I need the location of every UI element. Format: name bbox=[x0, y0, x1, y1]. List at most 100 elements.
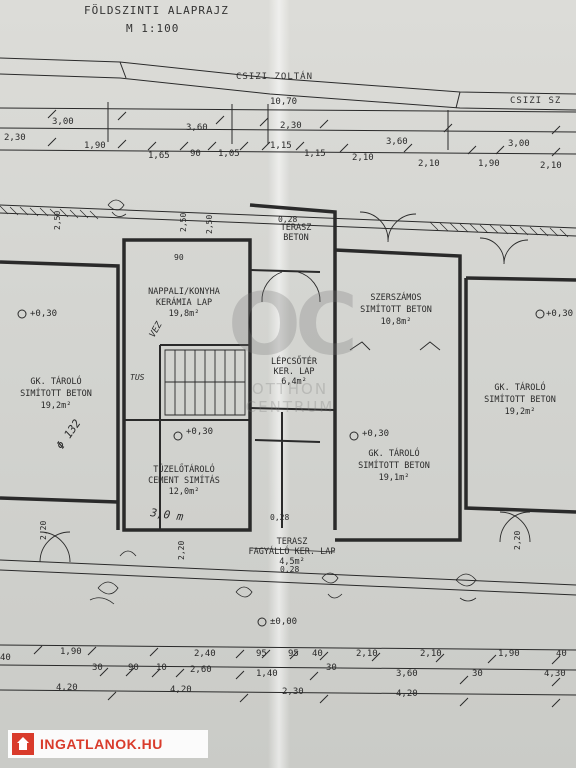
svg-text:+0,30: +0,30 bbox=[362, 429, 389, 439]
svg-text:3,0 m: 3,0 m bbox=[149, 506, 185, 524]
svg-text:2,20: 2,20 bbox=[513, 531, 522, 550]
dim-ticks-top bbox=[47, 102, 561, 157]
dim-line-top-3 bbox=[0, 149, 576, 155]
svg-text:40: 40 bbox=[0, 653, 11, 663]
svg-text:2,10: 2,10 bbox=[418, 159, 440, 169]
svg-text:40: 40 bbox=[312, 649, 323, 659]
staircase bbox=[164, 349, 246, 416]
plan-title: FÖLDSZINTI ALAPRAJZ bbox=[84, 4, 229, 17]
plant-symbols bbox=[89, 199, 477, 605]
brand-text: INGATLANOK.HU bbox=[40, 736, 163, 752]
svg-text:+0,30: +0,30 bbox=[186, 427, 213, 437]
svg-text:6,4m²: 6,4m² bbox=[281, 377, 307, 387]
svg-text:1,15: 1,15 bbox=[270, 141, 292, 151]
svg-text:10,8m²: 10,8m² bbox=[381, 317, 412, 327]
dim-line-top-1 bbox=[0, 107, 576, 113]
svg-text:0,28: 0,28 bbox=[278, 215, 297, 224]
wall-right-unit bbox=[465, 276, 576, 282]
svg-text:1,90: 1,90 bbox=[84, 141, 106, 151]
dim-top-total: 10,70 bbox=[270, 97, 297, 107]
small-dimension-labels: 2,50 2,50 2,50 2,20 2,20 2,20 0,28 0,28 … bbox=[39, 211, 522, 574]
svg-text:±0,00: ±0,00 bbox=[270, 617, 297, 627]
svg-text:TERASZ: TERASZ bbox=[277, 537, 308, 547]
svg-text:2,10: 2,10 bbox=[540, 161, 562, 171]
svg-text:12,0m²: 12,0m² bbox=[169, 487, 200, 497]
ingatlanok-badge[interactable]: INGATLANOK.HU bbox=[8, 730, 208, 758]
dim-line-top-2 bbox=[0, 127, 576, 133]
svg-text:2,10: 2,10 bbox=[356, 649, 378, 659]
svg-text:2,10: 2,10 bbox=[420, 649, 442, 659]
svg-text:1,90: 1,90 bbox=[478, 159, 500, 169]
svg-text:95: 95 bbox=[256, 649, 267, 659]
svg-text:30: 30 bbox=[472, 669, 483, 679]
svg-text:4,5m²: 4,5m² bbox=[279, 557, 305, 567]
roof-line-bottom bbox=[0, 73, 576, 111]
room-fuel-storage: TÜZELŐTÁROLÓ CEMENT SIMÍTÁS 12,0m² bbox=[148, 463, 220, 497]
street-label-left: CSIZI ZOLTÁN bbox=[236, 72, 314, 82]
room-living-kitchen: NAPPALI/KONYHA KERÁMIA LAP 19,8m² bbox=[148, 287, 220, 319]
svg-text:TÜZELŐTÁROLÓ: TÜZELŐTÁROLÓ bbox=[153, 463, 214, 475]
level-markers bbox=[17, 309, 545, 627]
room-terrace-top: TERASZ BETON bbox=[281, 223, 312, 243]
svg-text:3,60: 3,60 bbox=[186, 123, 208, 133]
svg-text:90: 90 bbox=[190, 149, 201, 159]
room-terrace-bottom: TERASZ FAGYÁLLÓ KER. LAP 4,5m² bbox=[249, 537, 336, 567]
svg-text:30: 30 bbox=[326, 663, 337, 673]
svg-text:BETON: BETON bbox=[283, 233, 309, 243]
dim-ticks-bottom bbox=[33, 645, 561, 708]
svg-text:KER. LAP: KER. LAP bbox=[274, 367, 315, 377]
wall-center-block bbox=[122, 238, 252, 532]
house-icon bbox=[12, 733, 34, 755]
room-stairwell: LÉPCSŐTÉR KER. LAP 6,4m² bbox=[271, 355, 318, 387]
svg-text:90: 90 bbox=[174, 253, 184, 262]
svg-text:1,65: 1,65 bbox=[148, 151, 170, 161]
svg-text:GK. TÁROLÓ: GK. TÁROLÓ bbox=[494, 381, 545, 393]
room-garage-middle: GK. TÁROLÓ SIMÍTOTT BETON 19,1m² bbox=[358, 447, 430, 483]
svg-text:1,05: 1,05 bbox=[218, 149, 240, 159]
svg-text:+0,30: +0,30 bbox=[30, 309, 57, 319]
svg-text:2,30: 2,30 bbox=[280, 121, 302, 131]
svg-text:SIMÍTOTT BETON: SIMÍTOTT BETON bbox=[358, 459, 430, 471]
top-dimension-labels: 10,70 2,30 3,00 3,60 2,30 3,60 3,00 1,90… bbox=[4, 97, 562, 171]
svg-text:2,60: 2,60 bbox=[190, 665, 212, 675]
paper-fold bbox=[268, 0, 290, 768]
wall-workshop bbox=[334, 248, 462, 542]
svg-text:2,50: 2,50 bbox=[205, 215, 214, 234]
svg-text:95: 95 bbox=[288, 649, 299, 659]
dim-line-bottom-1 bbox=[0, 644, 576, 651]
svg-text:2,20: 2,20 bbox=[39, 521, 48, 540]
svg-text:40: 40 bbox=[556, 649, 567, 659]
svg-text:30: 30 bbox=[92, 663, 103, 673]
svg-text:TERASZ: TERASZ bbox=[281, 223, 312, 233]
svg-text:CEMENT SIMÍTÁS: CEMENT SIMÍTÁS bbox=[148, 474, 220, 486]
svg-text:0,28: 0,28 bbox=[280, 565, 299, 574]
svg-text:19,8m²: 19,8m² bbox=[169, 309, 200, 319]
otthon-centrum-watermark: OC OTTHON CENTRUM bbox=[220, 270, 360, 420]
svg-text:2,30: 2,30 bbox=[4, 133, 26, 143]
svg-text:2,10: 2,10 bbox=[352, 153, 374, 163]
svg-text:1,90: 1,90 bbox=[498, 649, 520, 659]
svg-text:VEZ: VEZ bbox=[148, 320, 165, 340]
watermark-line-2: CENTRUM bbox=[245, 398, 335, 416]
dim-line-bottom-2 bbox=[0, 664, 576, 671]
svg-text:4,20: 4,20 bbox=[396, 689, 418, 699]
svg-text:4,20: 4,20 bbox=[170, 685, 192, 695]
svg-text:2,30: 2,30 bbox=[282, 687, 304, 697]
svg-text:Φ 132: Φ 132 bbox=[54, 417, 84, 452]
svg-text:3,00: 3,00 bbox=[508, 139, 530, 149]
svg-text:KERÁMIA LAP: KERÁMIA LAP bbox=[156, 296, 212, 308]
svg-text:SIMÍTOTT BETON: SIMÍTOTT BETON bbox=[360, 303, 432, 315]
svg-text:SIMÍTOTT BETON: SIMÍTOTT BETON bbox=[20, 387, 92, 399]
svg-text:SZERSZÁMOS: SZERSZÁMOS bbox=[370, 291, 421, 303]
svg-text:3,60: 3,60 bbox=[386, 137, 408, 147]
svg-text:GK. TÁROLÓ: GK. TÁROLÓ bbox=[30, 375, 81, 387]
wall-terrace-top bbox=[249, 203, 337, 530]
svg-text:1,90: 1,90 bbox=[60, 647, 82, 657]
svg-text:0,28: 0,28 bbox=[270, 513, 289, 522]
svg-text:2,20: 2,20 bbox=[177, 541, 186, 560]
svg-text:19,1m²: 19,1m² bbox=[379, 473, 410, 483]
room-garage-right: GK. TÁROLÓ SIMÍTOTT BETON 19,2m² bbox=[484, 381, 556, 417]
svg-text:2,40: 2,40 bbox=[194, 649, 216, 659]
